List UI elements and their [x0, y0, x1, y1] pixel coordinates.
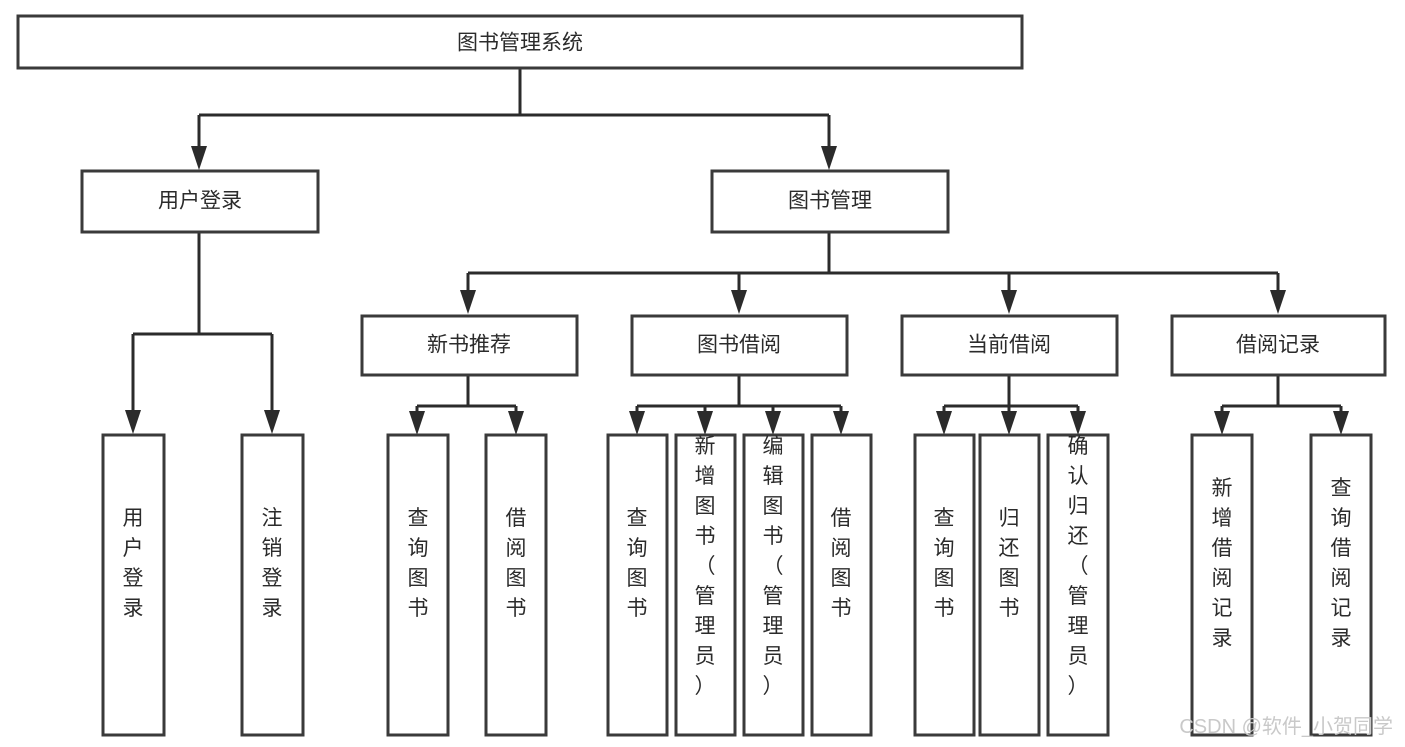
leaf-book-borrow-2[interactable]: 编辑图书（管理员） — [742, 433, 805, 737]
leaf-borrow-record-1-label: 查询借阅记录 — [1331, 477, 1352, 650]
arrow-head-level2-0 — [460, 290, 476, 314]
leaf-book-borrow-2-box[interactable] — [742, 433, 805, 737]
arrow-head-level2-2 — [1001, 290, 1017, 314]
leaf-book-borrow-1-label: 新增图书（管理员） — [695, 435, 716, 698]
leaf-book-borrow-2-label: 编辑图书（管理员） — [763, 435, 784, 698]
node-new-book-recommend-label: 新书推荐 — [427, 334, 511, 357]
leaf-book-borrow-0[interactable]: 查询图书 — [606, 433, 669, 737]
leaf-new-book-0-label: 查询图书 — [408, 507, 429, 620]
arrow-head-level2-3 — [1270, 290, 1286, 314]
leaf-borrow-record-1-box[interactable] — [1309, 433, 1373, 737]
leaf-current-borrow-1-box[interactable] — [978, 433, 1041, 737]
node-new-book-recommend-box[interactable] — [360, 314, 579, 377]
arrow-head-current-0 — [936, 411, 952, 435]
node-borrow-record-label: 借阅记录 — [1236, 334, 1320, 357]
leaf-book-borrow-3-box[interactable] — [810, 433, 873, 737]
leaf-book-borrow-1-box[interactable] — [674, 433, 737, 737]
leaf-user-login-0-label: 用户登录 — [123, 507, 144, 620]
node-book-management-label: 图书管理 — [788, 190, 872, 213]
arrow-head-book-mgmt — [821, 146, 837, 170]
connector-layer — [125, 68, 1349, 435]
leaf-new-book-1-box[interactable] — [484, 433, 548, 737]
arrow-head-borrow-0 — [629, 411, 645, 435]
leaf-user-login-1-label: 注销登录 — [262, 507, 283, 620]
arrow-head-record-1 — [1333, 411, 1349, 435]
arrow-head-borrow-3 — [833, 411, 849, 435]
arrow-head-user-login-child-0 — [125, 410, 141, 434]
leaf-book-borrow-3[interactable]: 借阅图书 — [810, 433, 873, 737]
csdn-watermark: CSDN @软件_小贺同学 — [1179, 715, 1393, 738]
arrow-head-current-2 — [1070, 411, 1086, 435]
leaf-new-book-0[interactable]: 查询图书 — [386, 433, 450, 737]
leaf-borrow-record-0-label: 新增借阅记录 — [1212, 477, 1233, 650]
leaf-new-book-1-label: 借阅图书 — [506, 507, 527, 620]
node-new-book-recommend[interactable]: 新书推荐 — [360, 314, 579, 377]
leaf-user-login-0[interactable]: 用户登录 — [101, 433, 166, 737]
node-current-borrow-box[interactable] — [900, 314, 1119, 377]
node-book-borrow[interactable]: 图书借阅 — [630, 314, 849, 377]
arrow-head-user-login-child-1 — [264, 410, 280, 434]
leaf-current-borrow-1-label: 归还图书 — [999, 507, 1020, 620]
arrow-head-user-login — [191, 146, 207, 170]
leaf-user-login-0-box[interactable] — [101, 433, 166, 737]
node-book-management-box[interactable] — [710, 169, 950, 234]
leaf-book-borrow-1[interactable]: 新增图书（管理员） — [674, 433, 737, 737]
node-borrow-record-box[interactable] — [1170, 314, 1387, 377]
arrow-head-record-0 — [1214, 411, 1230, 435]
leaf-book-borrow-3-label: 借阅图书 — [831, 507, 852, 620]
leaf-current-borrow-0-box[interactable] — [913, 433, 976, 737]
arrow-head-new-book-1 — [508, 411, 524, 435]
leaf-current-borrow-2[interactable]: 确认归还（管理员） — [1046, 433, 1110, 737]
node-current-borrow-label: 当前借阅 — [967, 334, 1051, 357]
leaf-borrow-record-0-box[interactable] — [1190, 433, 1254, 737]
leaf-current-borrow-0[interactable]: 查询图书 — [913, 433, 976, 737]
node-root[interactable]: 图书管理系统 — [16, 14, 1024, 70]
node-borrow-record[interactable]: 借阅记录 — [1170, 314, 1387, 377]
node-user-login[interactable]: 用户登录 — [80, 169, 320, 234]
node-book-management[interactable]: 图书管理 — [710, 169, 950, 234]
leaf-current-borrow-2-box[interactable] — [1046, 433, 1110, 737]
arrow-head-level2-1 — [731, 290, 747, 314]
leaf-new-book-0-box[interactable] — [386, 433, 450, 737]
leaf-borrow-record-1[interactable]: 查询借阅记录 — [1309, 433, 1373, 737]
leaf-book-borrow-0-label: 查询图书 — [627, 507, 648, 620]
arrow-head-current-1 — [1001, 411, 1017, 435]
arrow-head-new-book-0 — [409, 411, 425, 435]
leaf-book-borrow-0-box[interactable] — [606, 433, 669, 737]
node-book-borrow-box[interactable] — [630, 314, 849, 377]
node-current-borrow[interactable]: 当前借阅 — [900, 314, 1119, 377]
node-root-label: 图书管理系统 — [457, 32, 583, 55]
leaf-borrow-record-0[interactable]: 新增借阅记录 — [1190, 433, 1254, 737]
arrow-head-borrow-2 — [765, 411, 781, 435]
leaf-new-book-1[interactable]: 借阅图书 — [484, 433, 548, 737]
leaf-user-login-1-box[interactable] — [240, 433, 305, 737]
node-book-borrow-label: 图书借阅 — [697, 334, 781, 357]
leaf-user-login-1[interactable]: 注销登录 — [240, 433, 305, 737]
arrow-head-borrow-1 — [697, 411, 713, 435]
leaf-current-borrow-1[interactable]: 归还图书 — [978, 433, 1041, 737]
node-user-login-box[interactable] — [80, 169, 320, 234]
leaf-current-borrow-2-label: 确认归还（管理员） — [1068, 435, 1089, 698]
leaf-current-borrow-0-label: 查询图书 — [934, 507, 955, 620]
node-root-box[interactable] — [16, 14, 1024, 70]
node-user-login-label: 用户登录 — [158, 190, 242, 213]
